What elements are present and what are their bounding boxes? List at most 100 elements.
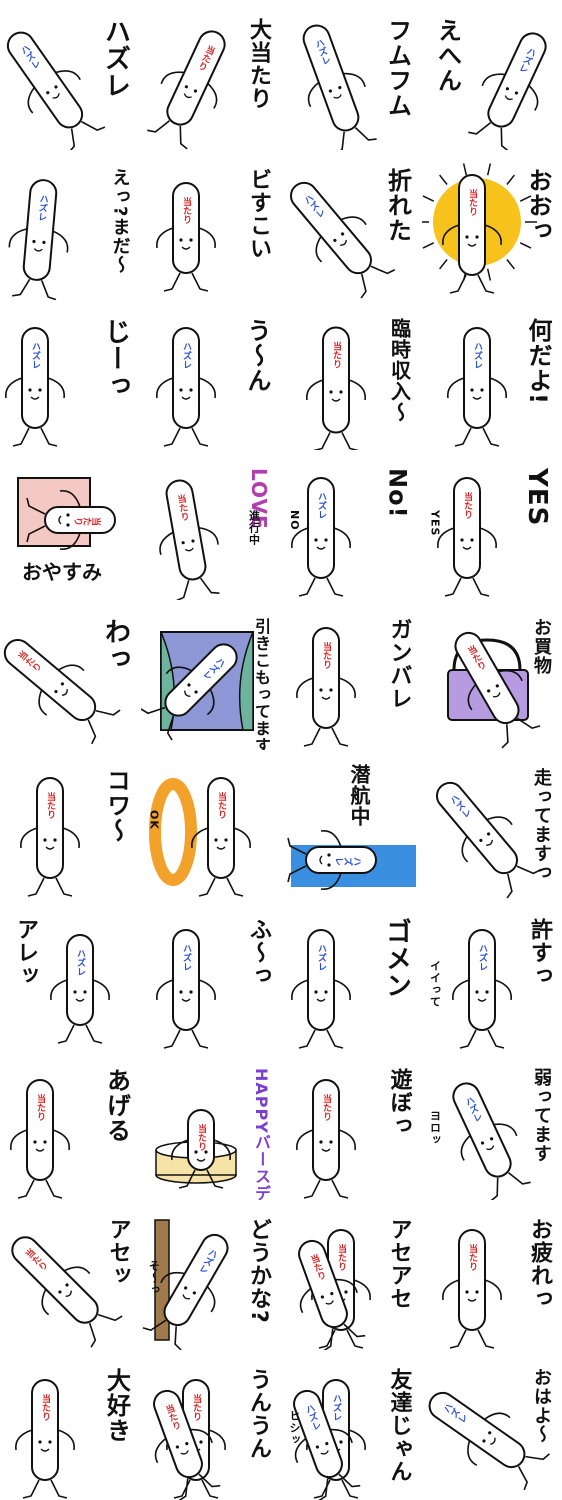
right-leg (341, 1479, 359, 1499)
sticker-cell[interactable]: 当たりおおっ (421, 150, 562, 300)
sticker-cell[interactable]: ハズレどうかな?そ〜っ (141, 1200, 282, 1350)
sticker-cell[interactable]: 当たり当たりアセアセ (281, 1200, 422, 1350)
sticker-cell[interactable]: 当たり大当たり (141, 0, 282, 150)
right-arm (320, 872, 342, 890)
sticker-cell[interactable]: 当たりガンバレ (281, 600, 422, 750)
stick-character: 当たり (26, 490, 116, 550)
stick-character: ハズレ (6, 31, 106, 150)
right-leg (190, 1029, 208, 1049)
right-eye (184, 1441, 188, 1446)
sticker-caption: ふ〜っ (246, 918, 271, 987)
left-arm (466, 1440, 477, 1466)
mouth (58, 515, 62, 525)
sticker-cell[interactable]: ハズレゴメン (281, 900, 422, 1050)
left-arm (320, 830, 342, 848)
sticker-cell[interactable]: ハズレ潜航中 (281, 750, 422, 900)
stick-character: 当たり (152, 1389, 220, 1500)
stick-character: 当たり (3, 639, 121, 745)
right-arm (353, 1279, 371, 1301)
right-leg (500, 127, 509, 150)
left-arm (299, 1287, 312, 1314)
mouth (331, 398, 341, 402)
left-arm (155, 227, 173, 249)
right-arm (479, 527, 497, 549)
sticker-cell[interactable]: ハズレう〜ん (141, 300, 282, 450)
left-leg (318, 1478, 329, 1500)
sticker-cell[interactable]: ハズレ折れた (281, 150, 422, 300)
stick-badge-label: 当たり (467, 1243, 478, 1271)
sticker-cell[interactable]: ハズレ許すっイイって (422, 900, 562, 1050)
sticker-cell[interactable]: 当たりあげる (0, 1050, 141, 1200)
stick-character: 当たり (155, 182, 216, 292)
sticker-cell[interactable]: ハズレ引きこもってます (140, 600, 282, 750)
sticker-illustration: 当たり (441, 1229, 502, 1349)
left-arm (20, 827, 38, 849)
right-eye (474, 1290, 479, 1294)
stick-character: ハズレ (467, 32, 547, 150)
sticker-cell[interactable]: ハズレハズレ (0, 0, 141, 150)
sticker-cell[interactable]: 当たり遊ぼっ (281, 1050, 422, 1200)
sticker-illustration: ハズレ (291, 477, 351, 597)
sticker-cell[interactable]: ハズレアレッ (0, 900, 141, 1050)
right-eye (329, 1140, 333, 1144)
right-leg (481, 427, 499, 447)
left-leg (298, 1029, 316, 1049)
stick-badge-label: 当たり (45, 791, 56, 819)
left-arm (154, 1437, 166, 1464)
sticker-cell[interactable]: ハズレハズレ友達じゃんヒシッ (281, 1350, 422, 1500)
sticker-cell[interactable]: 当たりコワ〜 (0, 750, 141, 900)
right-leg (173, 1326, 182, 1350)
sticker-cell[interactable]: ハズレフムフム (281, 0, 422, 150)
sticker-cell[interactable]: ハズレ弱ってますヨロッ (422, 1050, 562, 1200)
sticker-cell[interactable]: 当たり大好き (0, 1350, 141, 1500)
sticker-cell[interactable]: ハズレ何だよ! (422, 300, 562, 450)
left-eye (320, 1295, 325, 1299)
sticker-illustration: 当たり (155, 182, 216, 292)
sticker-cell[interactable]: 当たりわっ (0, 600, 141, 750)
left-leg (27, 877, 45, 897)
sticker-cell[interactable]: ハズレえっ?まだ〜 (0, 150, 141, 300)
right-eye (60, 682, 65, 686)
sticker-caption: ビすこい (246, 168, 271, 260)
sticker-cell[interactable]: 当たり ビすこい (141, 150, 282, 300)
stick-badge-label: ハズレ (477, 944, 488, 971)
left-arm (480, 73, 505, 87)
left-eye (178, 388, 183, 392)
sticker-cell[interactable]: 当たりおやすみ (0, 450, 141, 600)
left-leg (142, 1319, 166, 1332)
sticker-caption: 臨時収入〜 (387, 318, 412, 423)
right-arm (198, 979, 216, 1001)
sticker-cell[interactable]: ハズレ走ってますっ (422, 750, 562, 900)
right-leg (476, 1329, 494, 1349)
sticker-caption: えへん (433, 18, 462, 93)
sticker-cell[interactable]: 当たりお買物 (422, 600, 562, 750)
sticker-illustration: 当たり (296, 627, 356, 747)
right-eye (339, 1440, 343, 1444)
sticker-cell[interactable]: ハズレふ〜っ (141, 900, 282, 1050)
stick-body (186, 1109, 215, 1171)
stick-body (6, 31, 84, 129)
sticker-illustration: 当たり (146, 30, 226, 150)
mouth (40, 1448, 50, 1452)
sticker-cell[interactable]: ハズレおはよ〜 (422, 1350, 562, 1500)
mouth (61, 689, 68, 696)
sticker-illustration: ハズレ (290, 181, 396, 299)
mouth (216, 846, 225, 850)
sticker-cell[interactable]: ハズレえへん (422, 0, 562, 150)
sticker-cell[interactable]: 当たりOKOK (141, 750, 282, 900)
right-arm (189, 1428, 213, 1444)
sticker-cell[interactable]: ハズレじーっ (0, 300, 141, 450)
sticker-cell[interactable]: 当たり当たりうんうん (141, 1350, 282, 1500)
sticker-cell[interactable]: 当たりアセッ (0, 1200, 141, 1350)
left-arm (467, 683, 476, 711)
stick-body (435, 781, 518, 875)
sticker-cell[interactable]: 当たりお疲れっ (422, 1200, 562, 1350)
left-arm (50, 979, 68, 1001)
right-arm (92, 979, 110, 1001)
sticker-cell[interactable]: 当たり臨時収入〜 (281, 300, 422, 450)
